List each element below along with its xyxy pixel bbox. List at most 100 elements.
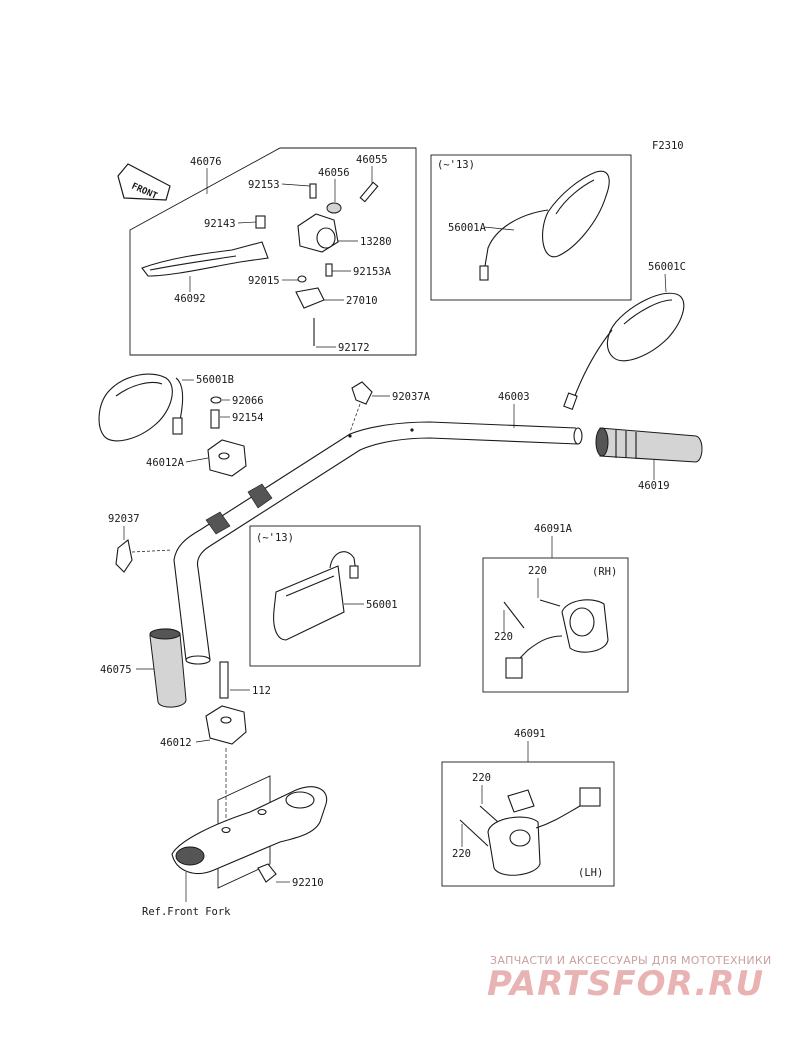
- label-56001A: 56001A: [448, 222, 487, 234]
- rh-switch-harness: [515, 635, 563, 663]
- switch-27010: [295, 287, 325, 309]
- label-46075: 46075: [100, 664, 132, 676]
- grip-46075: 46075: [100, 628, 187, 708]
- screw-92153A: [325, 263, 333, 277]
- label-46092: 46092: [174, 293, 206, 305]
- label-46091: 46091: [514, 728, 546, 740]
- grip-46019-end: [595, 427, 609, 457]
- leader-92143: [237, 221, 257, 224]
- label-46055: 46055: [356, 154, 388, 166]
- handlebar-end-right: [573, 427, 583, 445]
- label-92153: 92153: [248, 179, 280, 191]
- rh-switch-bore: [569, 607, 595, 637]
- leader-46012A: [185, 457, 209, 463]
- mirror-56001B-stem: [175, 377, 184, 421]
- handlebar-tube-bottom: [196, 437, 579, 661]
- label-92210: 92210: [292, 877, 324, 889]
- label-56001: 56001: [366, 599, 398, 611]
- leader-46012: [195, 739, 211, 743]
- rh-screw-1: [539, 599, 561, 607]
- mirror-56001A-glass: [555, 179, 595, 215]
- label-56001B: 56001B: [196, 374, 234, 386]
- mirror-56001B: 56001B: [98, 373, 234, 442]
- mirror-box-middle-note: (~'13): [256, 532, 294, 544]
- bolt-92154: [210, 409, 220, 429]
- lh-switch-housing: [487, 816, 541, 876]
- screw-46055: [359, 181, 379, 203]
- label-220-lh-b: 220: [452, 848, 471, 860]
- mirror-56001A-stem: [483, 209, 549, 273]
- bolt-112: [219, 661, 229, 699]
- clamp-stem-hole: [175, 846, 205, 866]
- handlebar-tube-top: [173, 421, 577, 661]
- clutch-lever-edge: [149, 255, 237, 271]
- mirror-56001C-base: [563, 392, 578, 410]
- handlebar-end-left: [185, 655, 211, 665]
- handlebar-punch-mark: [348, 434, 352, 438]
- lower-holder-group: 112 46012: [160, 661, 271, 830]
- mirror-56001B-base: [172, 417, 183, 435]
- mirror-56001C: 56001C: [563, 261, 686, 410]
- front-arrow: FRONT: [117, 163, 171, 202]
- clip-92037-path: [131, 549, 173, 553]
- pivot-bolt-top: [309, 183, 317, 199]
- clamp-bolt-hole-2: [257, 808, 267, 816]
- mirror-56001-head: [273, 565, 345, 641]
- mirror-56001-base: [349, 565, 359, 579]
- mirror-56001B-head: [98, 373, 173, 442]
- handlebar-46003: 46003: [173, 391, 583, 665]
- upper-triple-clamp: 92210 Ref.Front Fork: [142, 775, 328, 918]
- figure-code: F2310: [652, 140, 684, 152]
- label-46012: 46012: [160, 737, 192, 749]
- leader-56001A: [483, 226, 515, 231]
- clip-92037: 92037: [108, 513, 173, 573]
- watermark-logo: PARTSFOR.RU: [487, 964, 765, 1004]
- ref-front-fork: Ref.Front Fork: [142, 906, 231, 918]
- grip-46019-texture: [615, 430, 637, 459]
- mirror-56001A-base: [479, 265, 489, 281]
- lever-assembly-frame: [129, 147, 417, 356]
- lh-switch-connector: [579, 787, 601, 807]
- cap-46056: [326, 202, 342, 214]
- clip-92037-shape: [115, 539, 133, 573]
- leader-56001C: [664, 273, 667, 293]
- rh-switch-frame: [482, 557, 629, 693]
- washer-92066: [210, 396, 222, 404]
- label-46076: 46076: [190, 156, 222, 168]
- lh-switch-sub-connector: [507, 789, 535, 813]
- label-92066: 92066: [232, 395, 264, 407]
- knurl-zone-upper: [247, 483, 273, 509]
- label-46019: 46019: [638, 480, 670, 492]
- triple-clamp-body: [171, 786, 328, 874]
- knurl-zone-lower: [205, 511, 231, 535]
- nut-92015: [297, 275, 307, 283]
- label-92153A: 92153A: [353, 266, 392, 278]
- grip-46075-end: [149, 628, 181, 640]
- label-46091A: 46091A: [534, 523, 573, 535]
- mirror-box-middle: (~'13) 56001: [249, 525, 421, 667]
- nut-92210: [257, 863, 277, 883]
- lh-switch-harness: [535, 805, 581, 829]
- mirror-56001B-glass: [115, 381, 163, 397]
- mirror-56001A-head: [542, 170, 610, 258]
- mirror-56001-stem: [329, 551, 357, 573]
- lh-side-label: (LH): [578, 867, 603, 879]
- lh-screw-1: [479, 805, 499, 823]
- front-arrow-shape: [117, 163, 171, 201]
- mirror-box-top-frame: [430, 154, 632, 301]
- clamp-bolt-hole-1: [221, 826, 231, 834]
- label-13280: 13280: [360, 236, 392, 248]
- mirror-56001C-stem: [573, 329, 613, 399]
- rh-switch-box: 46091A (RH) 220 220: [482, 523, 629, 693]
- lever-assembly-group: FRONT 46076 92153 46056 46055 92143 1328…: [117, 147, 417, 356]
- mirror-box-top-note: (~'13): [437, 159, 475, 171]
- lh-switch-box: 46091 (LH) 220 220: [441, 728, 615, 887]
- mirror-56001C-glass: [623, 299, 673, 325]
- label-92015: 92015: [248, 275, 280, 287]
- grip-46019-body: [599, 427, 703, 463]
- upper-holder-group: 92066 92154 46012A: [146, 395, 264, 477]
- label-220-lh-a: 220: [472, 772, 491, 784]
- rh-screw-2: [503, 601, 525, 629]
